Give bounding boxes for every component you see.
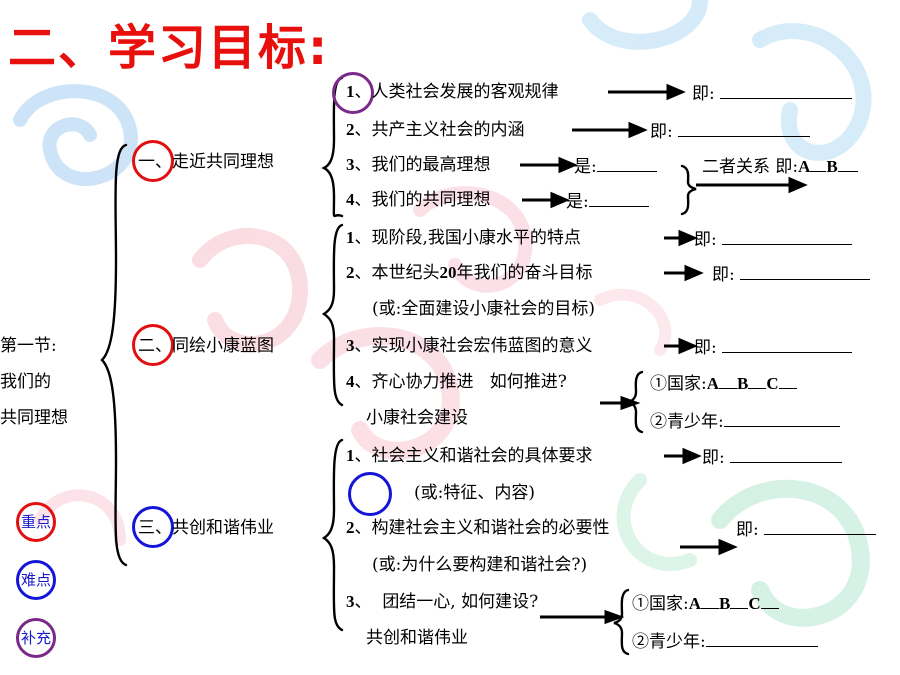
difficult-ring-section3: [132, 506, 174, 548]
legend-difficult-ring: [16, 560, 56, 600]
s3-note2: (或:为什么要构建和谐社会?): [372, 555, 588, 575]
chapter-label-line3: 共同理想: [0, 408, 68, 428]
s2-item4-sub: 小康社会建设: [366, 408, 468, 428]
answer-blank[interactable]: [764, 518, 877, 535]
legend-supplement-ring: [16, 618, 56, 658]
section3-brace: [321, 438, 344, 632]
answer-blank[interactable]: [701, 592, 720, 609]
s1-item2: 2、共产主义社会的内涵: [346, 120, 525, 140]
answer-blank[interactable]: [778, 372, 797, 389]
s1-item4-answer: 是:: [566, 190, 649, 212]
answer-blank[interactable]: [810, 155, 827, 172]
s2-item3-answer: 即:: [694, 336, 853, 358]
answer-blank[interactable]: [730, 446, 843, 463]
answer-blank[interactable]: [723, 410, 840, 427]
s1-item2-answer: 即:: [650, 120, 811, 142]
section2-brace: [321, 223, 344, 407]
main-brace: [100, 143, 128, 567]
answer-blank[interactable]: [740, 263, 871, 280]
section1-label: 一、走近共同理想: [138, 152, 274, 172]
s2-item2-answer: 即:: [712, 263, 871, 285]
s1-item3-answer: 是:: [574, 155, 657, 177]
s1-item1-answer: 即:: [692, 82, 853, 104]
s2-item1: 1、现阶段,我国小康水平的特点: [346, 228, 581, 248]
s1-item3: 3、我们的最高理想: [346, 155, 491, 175]
s3-item1-answer: 即:: [702, 446, 843, 468]
sec3-small-brace: [613, 588, 630, 656]
s2-item3: 3、实现小康社会宏伟蓝图的意义: [346, 336, 593, 356]
s3-note1: (或:特征、内容): [414, 483, 535, 503]
answer-blank[interactable]: [760, 592, 779, 609]
answer-blank[interactable]: [720, 82, 853, 99]
legend-difficult-label: 难点: [20, 571, 51, 589]
answer-blank[interactable]: [678, 120, 811, 137]
s2-item4: 4、齐心协力推进 如何推进?: [346, 372, 567, 392]
s2-note: (或:全面建设小康社会的目标): [372, 299, 595, 319]
answer-blank[interactable]: [730, 592, 749, 609]
s2-item1-answer: 即:: [694, 228, 853, 250]
answer-blank[interactable]: [722, 228, 853, 245]
chapter-label-line1: 第一节:: [0, 336, 57, 356]
answer-blank[interactable]: [719, 372, 738, 389]
s3-item2: 2、构建社会主义和谐社会的必要性: [346, 518, 610, 538]
legend-keypoint-label: 重点: [20, 513, 51, 531]
section2-label: 二、同绘小康蓝图: [138, 336, 274, 356]
answer-blank[interactable]: [705, 630, 818, 647]
legend-supplement-label: 补充: [20, 629, 51, 647]
supplement-ring-item1: [332, 72, 374, 114]
page-title: 二、学习目标:: [8, 20, 330, 76]
s3-item3-sub: 共创和谐伟业: [366, 628, 468, 648]
keypoint-ring-section2: [132, 324, 174, 366]
legend-keypoint-ring: [16, 502, 56, 542]
answer-blank[interactable]: [837, 155, 858, 172]
answer-blank[interactable]: [596, 155, 657, 172]
s1-item1: 1、人类社会发展的客观规律: [346, 82, 559, 102]
s1-item4: 4、我们的共同理想: [346, 190, 491, 210]
s3-item3: 3、 团结一心, 如何建设?: [346, 592, 539, 612]
s3-item2-answer: 即:: [736, 518, 877, 540]
s3-item1: 1、社会主义和谐社会的具体要求: [346, 446, 593, 466]
difficult-ring-note: [348, 472, 392, 516]
keypoint-ring-section1: [132, 140, 174, 182]
s2-youth: ②青少年:: [650, 410, 840, 432]
section1-brace: [321, 76, 344, 218]
answer-blank[interactable]: [748, 372, 767, 389]
relation-brace: [680, 164, 697, 216]
chapter-label-line2: 我们的: [0, 372, 51, 392]
answer-blank[interactable]: [588, 190, 649, 207]
section3-label: 三、共创和谐伟业: [138, 518, 274, 538]
s3-youth: ②青少年:: [632, 630, 818, 652]
answer-blank[interactable]: [722, 336, 853, 353]
s2-item2: 2、本世纪头20年我们的奋斗目标: [346, 263, 593, 283]
